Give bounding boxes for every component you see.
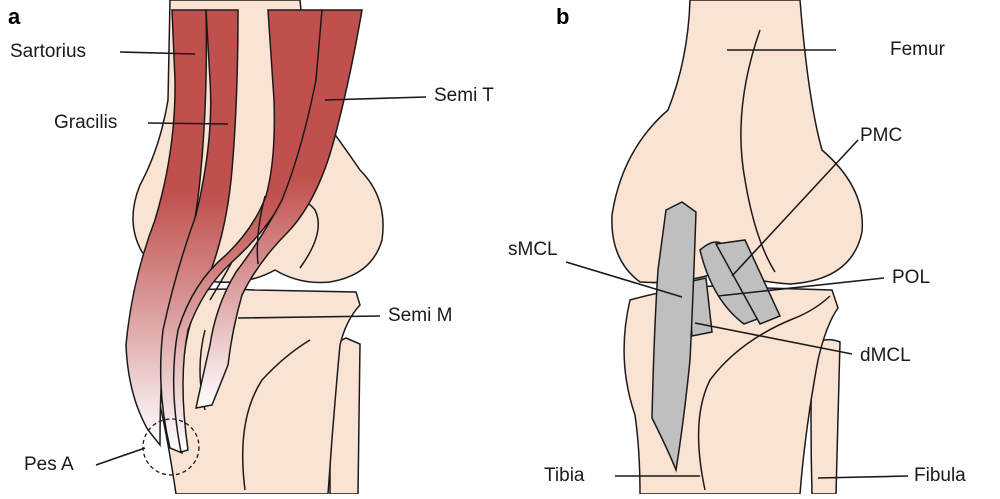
label-tibia: Tibia [544, 466, 584, 485]
label-smcl: sMCL [508, 240, 558, 259]
panel-label-b: b [556, 6, 569, 28]
label-sartorius: Sartorius [10, 42, 86, 61]
label-semi-m: Semi M [388, 306, 452, 325]
panel-label-a: a [8, 6, 20, 28]
label-gracilis: Gracilis [54, 113, 117, 132]
label-pmc: PMC [860, 126, 902, 145]
label-fibula: Fibula [914, 466, 966, 485]
label-dmcl: dMCL [860, 346, 911, 365]
label-pol: POL [892, 268, 930, 287]
label-semi-t: Semi T [434, 86, 494, 105]
label-femur: Femur [890, 40, 945, 59]
label-pes-a: Pes A [24, 455, 74, 474]
